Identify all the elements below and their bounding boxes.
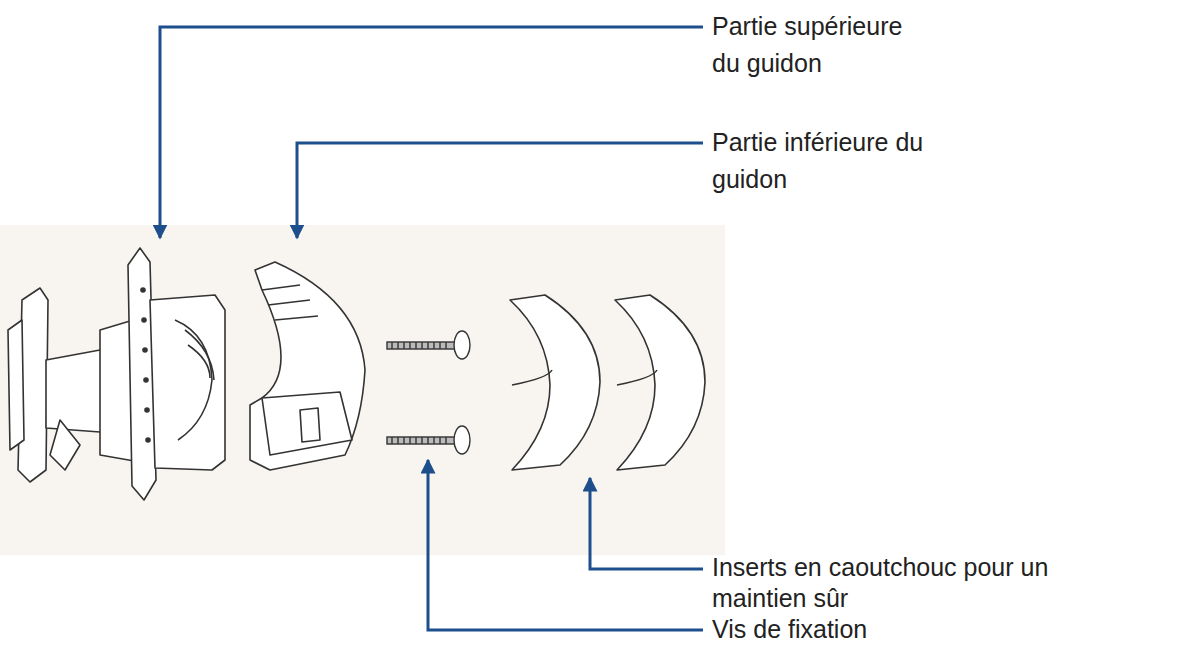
fixing-screws <box>387 331 470 454</box>
part-label: Vis de fixation <box>712 614 1097 645</box>
mount-upper-part <box>8 248 225 500</box>
background-panel <box>0 225 725 555</box>
part-label: Partie inférieure du guidon <box>712 124 927 198</box>
leader-lines <box>160 27 703 630</box>
rubber-inserts <box>510 295 705 470</box>
part-label: Inserts en caoutchouc pour un maintien s… <box>712 552 1097 614</box>
mount-lower-part <box>250 262 365 470</box>
part-label: Partie supérieure du guidon <box>712 8 927 82</box>
